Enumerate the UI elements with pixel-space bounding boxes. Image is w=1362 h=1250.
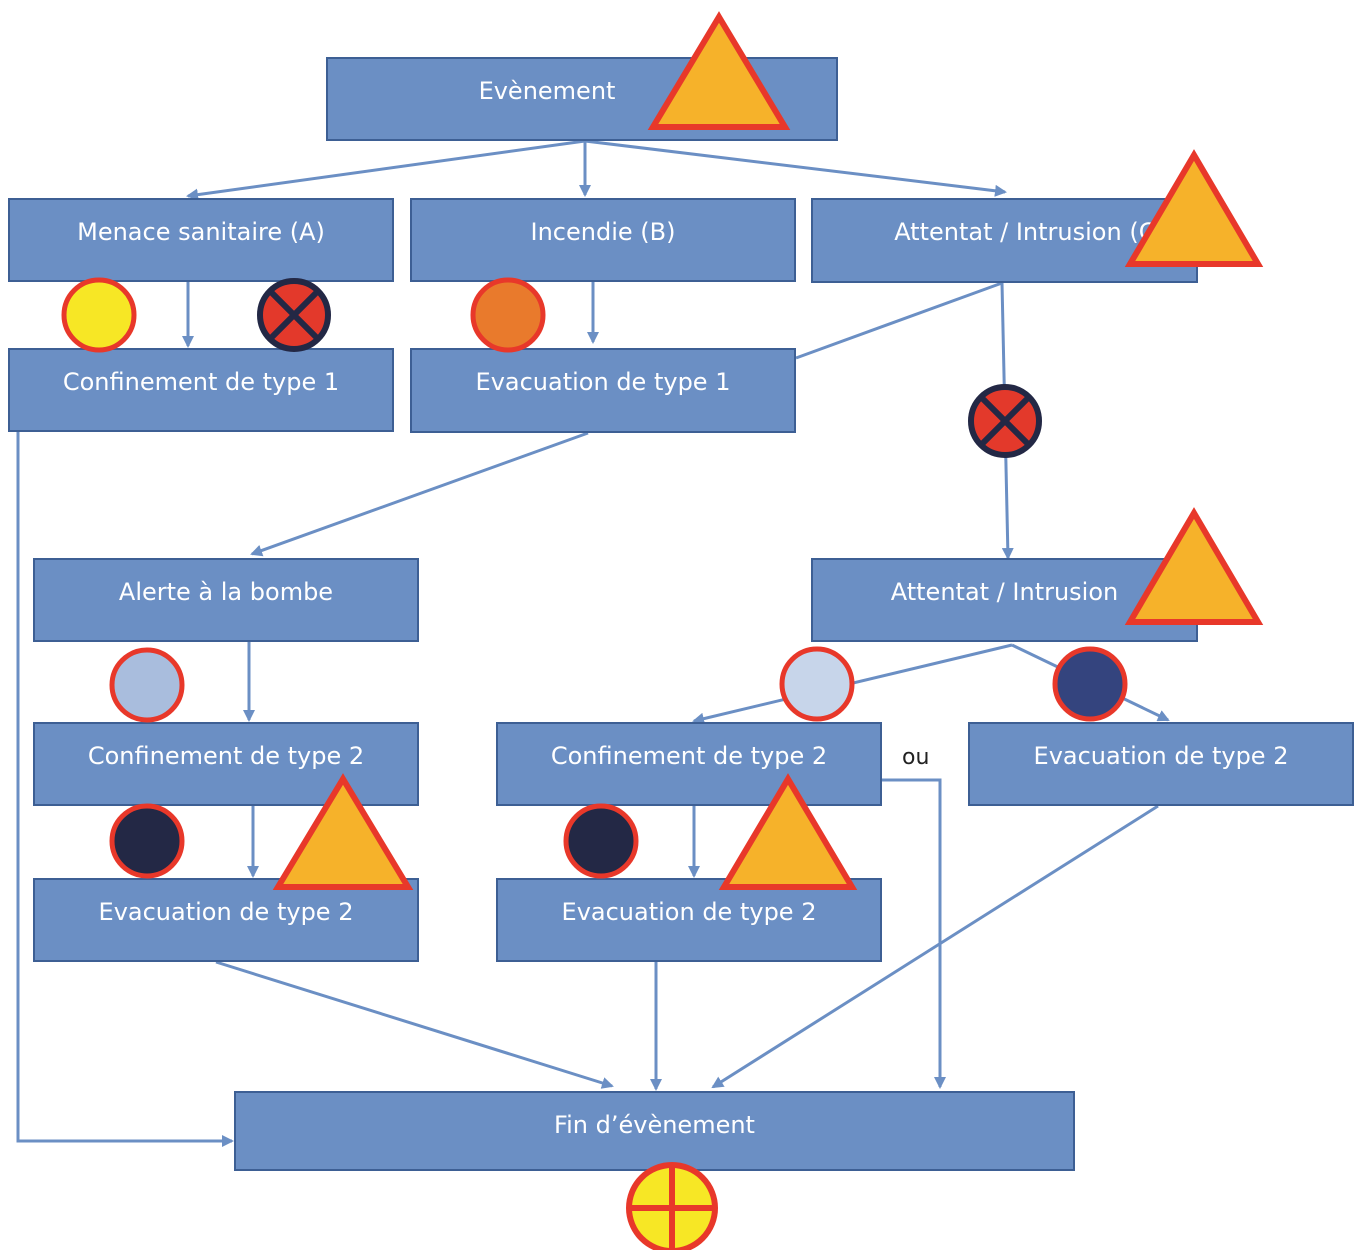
- node-alerte-bombe: Alerte à la bombe: [33, 558, 419, 642]
- node-fin-evenement: Fin d’évènement: [234, 1091, 1075, 1171]
- arrow-evenement-menace: [186, 139, 586, 201]
- warning-triangle-icon: [718, 773, 858, 890]
- arrow-confinement2-mid-fin: [882, 778, 946, 1089]
- node-confinement2-left-label: Confinement de type 2: [87, 742, 365, 770]
- node-evacuation-type2-mid: Evacuation de type 2: [496, 878, 882, 962]
- dark-navy-circle-icon: [563, 803, 639, 879]
- node-evacuation-type1: Evacuation de type 1: [410, 348, 796, 433]
- node-menace-label: Menace sanitaire (A): [77, 218, 325, 246]
- red-cross-circle-icon: [968, 384, 1042, 458]
- node-evacuation-type2-left: Evacuation de type 2: [33, 878, 419, 962]
- node-evacuation1-label: Evacuation de type 1: [475, 368, 731, 396]
- arrow-evacuation2-left-fin: [215, 960, 614, 1089]
- node-menace-sanitaire: Menace sanitaire (A): [8, 198, 394, 282]
- node-confinement1-label: Confinement de type 1: [62, 368, 340, 396]
- light-blue-circle-icon: [109, 647, 185, 723]
- node-attentat-c: Attentat / Intrusion (C): [811, 198, 1198, 283]
- node-attentat: Attentat / Intrusion: [811, 558, 1198, 642]
- warning-triangle-icon: [1124, 149, 1264, 267]
- node-confinement-type2-left: Confinement de type 2: [33, 722, 419, 806]
- node-incendie: Incendie (B): [410, 198, 796, 282]
- warning-triangle-icon: [647, 11, 791, 130]
- pale-blue-circle-icon: [779, 646, 855, 722]
- node-fin-label: Fin d’évènement: [554, 1111, 755, 1139]
- line-attentat-c-evacuation1: [795, 281, 1003, 360]
- dark-navy-circle-icon: [109, 803, 185, 879]
- navy-circle-icon: [1052, 646, 1128, 722]
- node-confinement-type1: Confinement de type 1: [8, 348, 394, 432]
- arrow-evenement-attentat-c: [584, 139, 1007, 197]
- orange-circle-icon: [470, 277, 546, 353]
- warning-triangle-icon: [1124, 507, 1264, 625]
- node-confinement-type2-mid: Confinement de type 2: [496, 722, 882, 806]
- node-attentat-c-label: Attentat / Intrusion (C): [894, 218, 1165, 246]
- warning-triangle-icon: [272, 773, 414, 890]
- node-evacuation-type2-right: Evacuation de type 2: [968, 722, 1354, 806]
- arrow-evacuation1-alerte: [250, 431, 589, 557]
- node-confinement2-mid-label: Confinement de type 2: [550, 742, 828, 770]
- node-attentat-label: Attentat / Intrusion: [890, 578, 1119, 606]
- node-evacuation2-left-label: Evacuation de type 2: [98, 898, 354, 926]
- node-evenement-label: Evènement: [478, 77, 616, 105]
- node-evacuation2-right-label: Evacuation de type 2: [1033, 742, 1289, 770]
- ou-label: ou: [902, 745, 930, 770]
- yellow-circle-icon: [61, 277, 137, 353]
- arrow-confinement1-fin: [16, 432, 234, 1147]
- node-evacuation2-mid-label: Evacuation de type 2: [561, 898, 817, 926]
- arrow-evacuation2-right-fin: [711, 804, 1159, 1089]
- red-cross-circle-icon: [257, 278, 331, 352]
- node-incendie-label: Incendie (B): [530, 218, 676, 246]
- node-alerte-label: Alerte à la bombe: [118, 578, 334, 606]
- yellow-plus-circle-icon: [626, 1162, 718, 1250]
